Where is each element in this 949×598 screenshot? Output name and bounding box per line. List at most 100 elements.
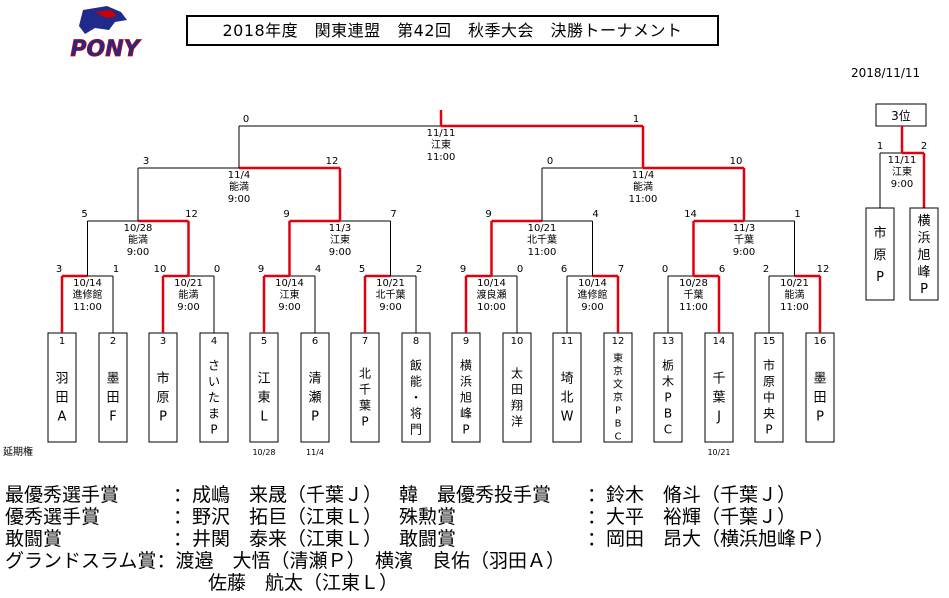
team-seed: 11 [561,336,574,347]
team-box [754,332,784,443]
match-venue: 能満 [179,288,199,301]
award-winner: 渡邉 大悟（清瀬Ｐ） 横濱 良佑（羽田Ａ） [175,550,565,572]
match-time: 9:00 [177,302,199,313]
team-box [909,207,939,301]
match-venue: 江東 [431,138,451,151]
team-seed: 7 [362,336,368,347]
team-box [98,332,128,443]
match-time: 11:00 [780,302,809,313]
match-venue: 能満 [229,180,249,193]
match-score: 0 [243,114,249,125]
match-score: 6 [561,264,567,275]
match-score: 4 [315,264,321,275]
match-time: 9:00 [733,247,755,258]
match-date: 11/4 [632,170,654,181]
match-venue: 千葉 [684,288,704,301]
award-winner: 野沢 拓巨（江東Ｌ） [192,506,383,528]
match-venue: 進修館 [73,288,103,301]
award-winner: 井関 泰来（江東Ｌ） [192,528,383,550]
match-score: 9 [283,209,289,220]
match-time: 9:00 [329,247,351,258]
match-score: 0 [214,264,220,275]
match-score: 1 [794,209,800,220]
team-seed: 4 [211,336,217,347]
match-score: 12 [817,264,830,275]
award-label: 敢闘賞 [399,528,457,550]
award-row-grand-slam: グランドスラム賞：渡邉 大悟（清瀬Ｐ） 横濱 良佑（羽田Ａ） [5,550,565,572]
match-date: 10/28 [124,223,153,234]
match-time: 11:00 [427,152,456,163]
match-venue: 北千葉 [527,233,557,246]
match-date: 10/21 [376,278,405,289]
match-date: 11/11 [427,128,456,139]
team-box [199,332,229,443]
match-venue: 千葉 [734,233,754,246]
extension-note: 11/4 [306,448,324,457]
award-winner: 佐藤 航太（江東Ｌ） [208,572,399,594]
award-label: 殊勲賞 [399,506,457,528]
match-time: 9:00 [228,194,250,205]
match-date: 10/21 [780,278,809,289]
team-seed: 13 [662,336,675,347]
team-seed: 15 [763,336,776,347]
team-name: 太田翔洋 [511,365,523,428]
match-score: 1 [633,114,639,125]
match-time: 10:00 [477,302,506,313]
extension-label: 延期権 [3,447,33,458]
match-date: 11/4 [228,170,250,181]
match-time: 9:00 [379,302,401,313]
match-time: 9:00 [891,179,913,190]
team-box [300,332,330,443]
award-label: 最優秀選手賞 [5,484,120,506]
match-date: 10/14 [578,278,607,289]
match-score: 2 [763,264,769,275]
match-time: 9:00 [278,302,300,313]
team-box [401,332,431,443]
award-label: 韓 最優秀投手賞 [399,484,552,506]
extension-note: 10/28 [252,448,275,457]
match-venue: 能満 [633,180,653,193]
match-score: 2 [921,141,927,152]
extension-note: 10/21 [707,448,730,457]
match-venue: 江東 [892,165,912,178]
match-time: 11:00 [73,302,102,313]
award-label: 敢闘賞 [5,528,63,550]
team-box [653,332,683,443]
team-seed: 9 [463,336,469,347]
match-score: 7 [390,209,396,220]
team-box [148,332,178,443]
match-score: 4 [592,209,598,220]
logo-text: PONY [70,37,141,62]
match-score: 0 [547,156,553,167]
match-date: 10/14 [275,278,304,289]
team-seed: 5 [261,336,267,347]
match-score: 10 [154,264,167,275]
pony-logo: PONY [55,4,155,64]
match-score: 12 [326,156,339,167]
award-row-grand-slam-2: 佐藤 航太（江東Ｌ） [5,572,834,594]
match-score: 1 [877,141,883,152]
match-score: 1 [113,264,119,275]
team-seed: 2 [110,336,116,347]
award-winner: 鈴木 脩斗（千葉Ｊ） [606,484,797,506]
award-winner: 成嶋 来晟（千葉Ｊ） [192,484,383,506]
match-score: 0 [662,264,668,275]
match-time: 11:00 [629,194,658,205]
third-place-label: 3位 [891,108,911,123]
team-box [350,332,380,443]
team-seed: 8 [413,336,419,347]
match-date: 10/28 [679,278,708,289]
team-seed: 12 [612,336,625,347]
team-name: 飯能・将門 [410,357,422,436]
team-seed: 1 [59,336,65,347]
team-box [552,332,582,443]
